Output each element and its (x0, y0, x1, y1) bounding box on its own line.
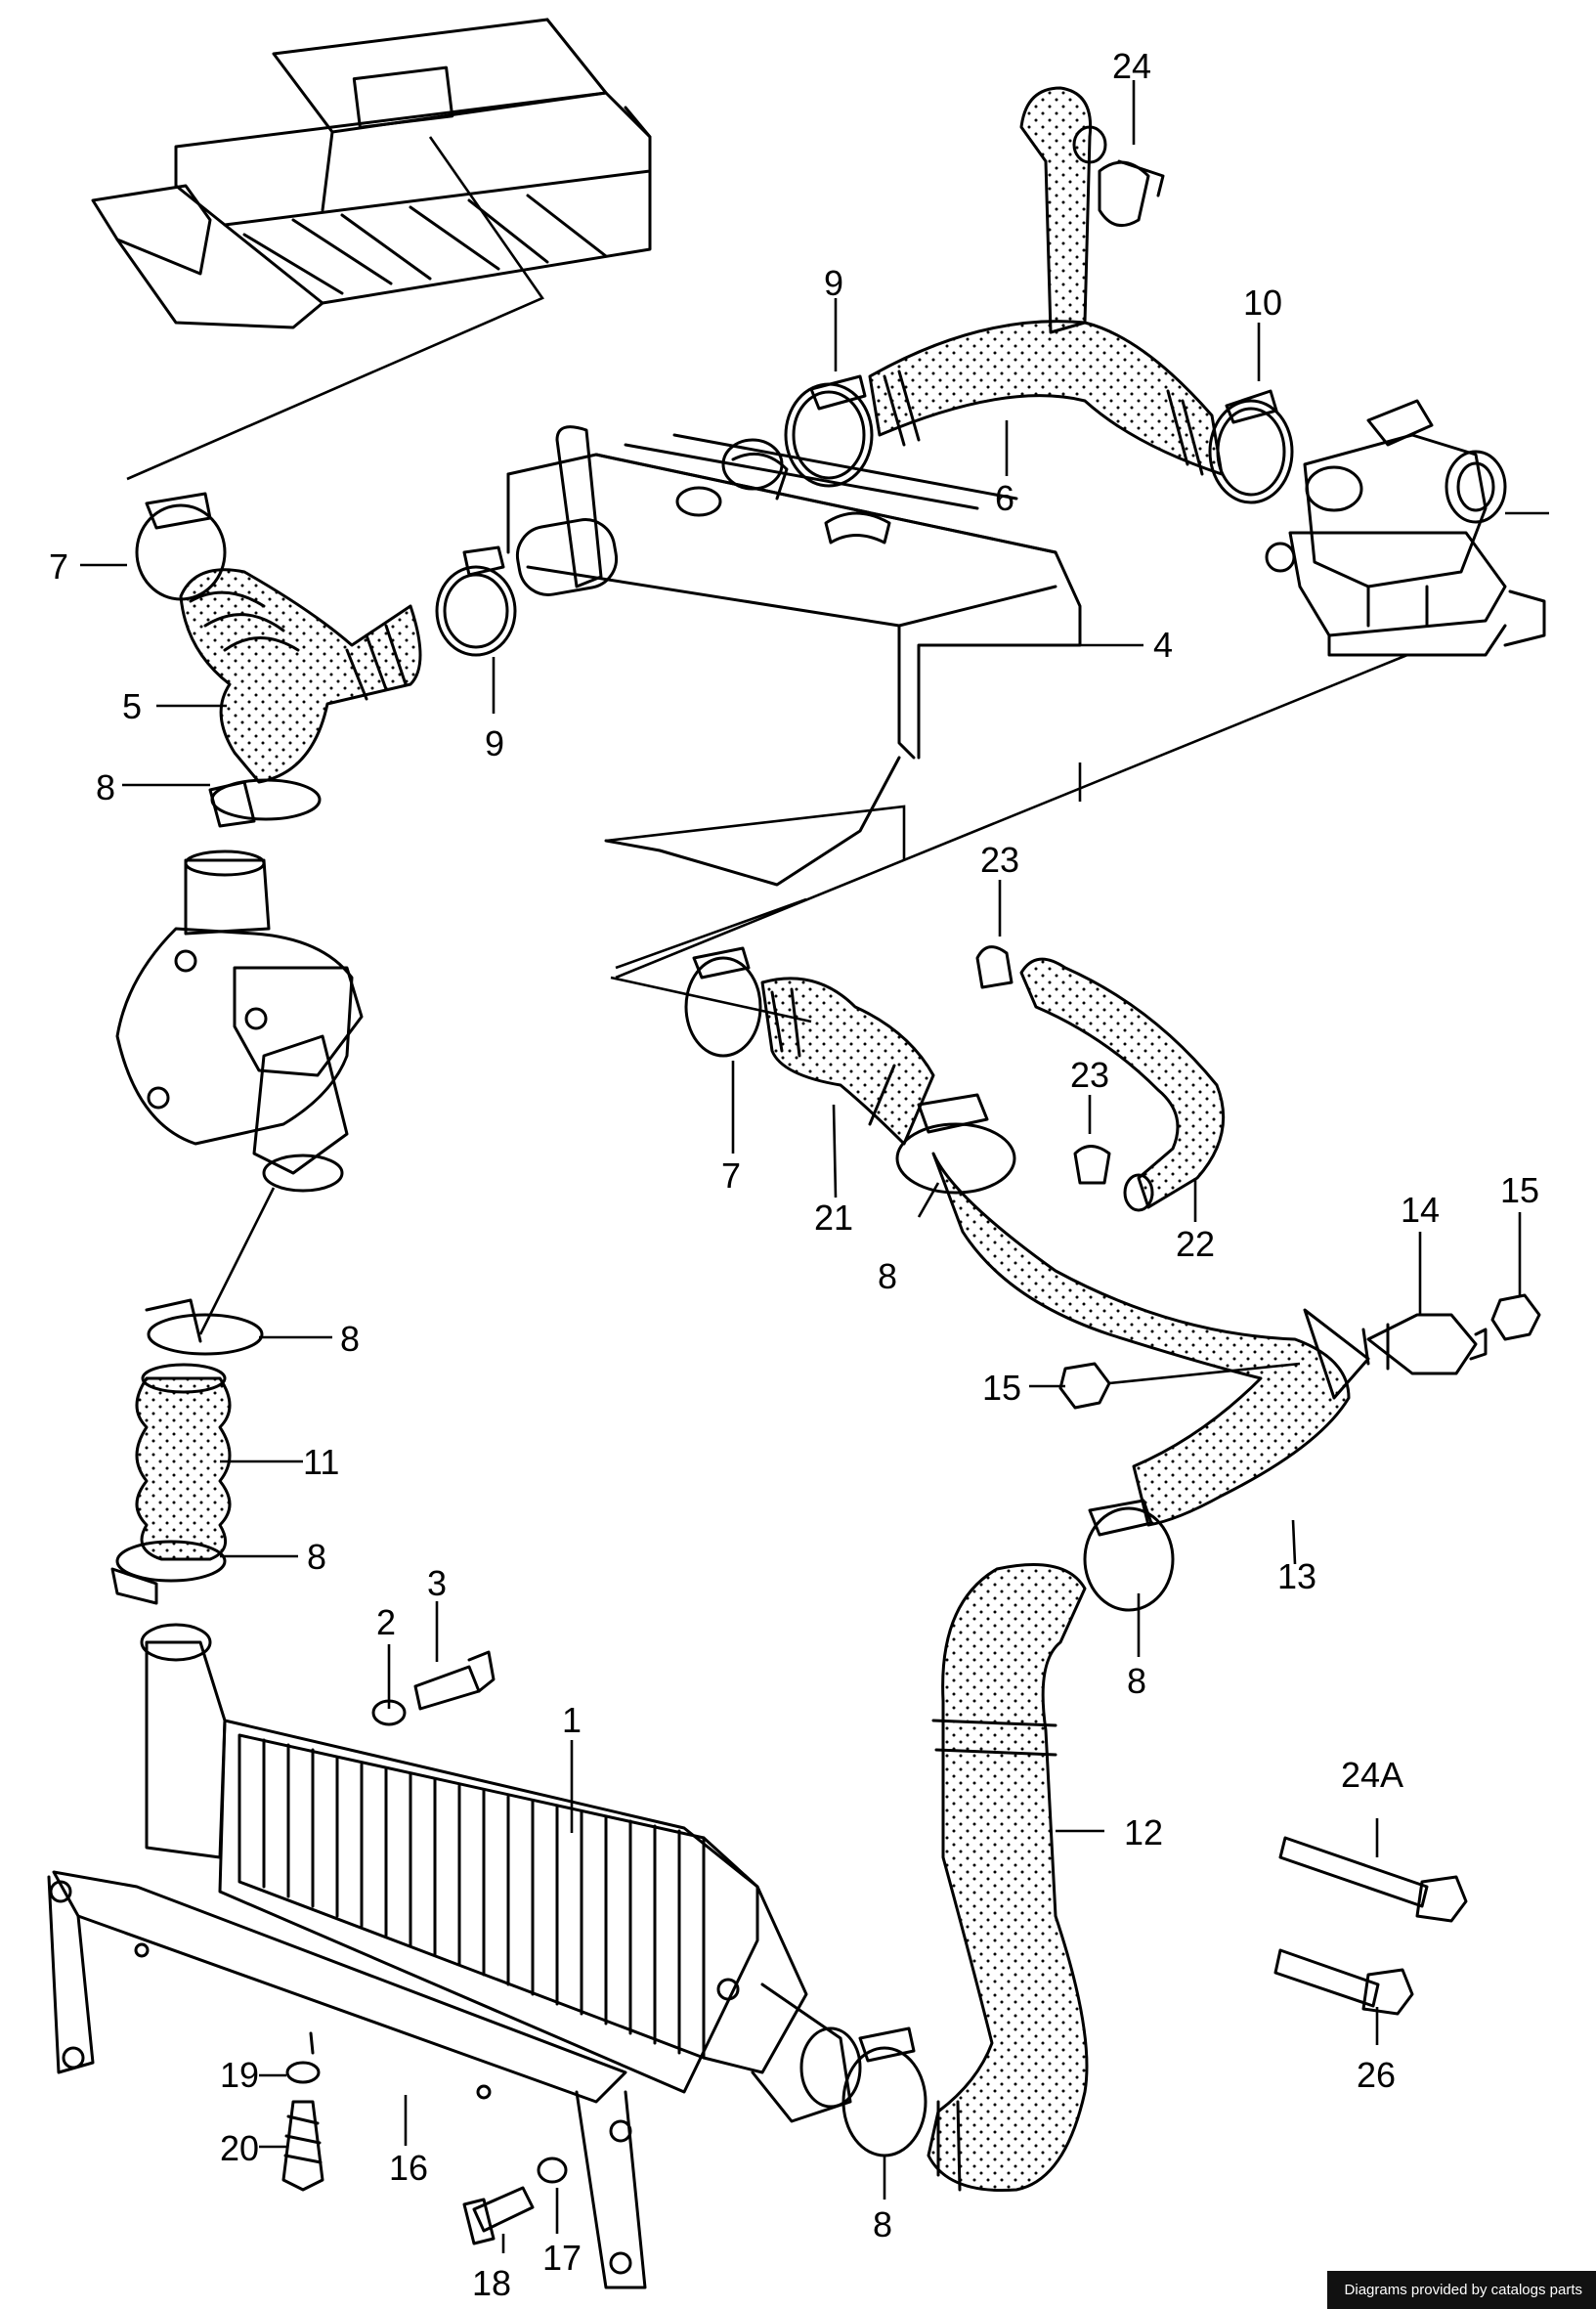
callout-24: 24 (1112, 46, 1151, 86)
callout-11: 11 (303, 1442, 339, 1482)
callout-19: 19 (220, 2055, 259, 2095)
hose-11 (135, 1363, 232, 1561)
callout-4: 4 (1153, 625, 1173, 665)
callout-8-turbo: 8 (340, 1319, 360, 1359)
callout-16: 16 (389, 2148, 428, 2188)
callout-9-upper: 9 (824, 263, 843, 303)
credit-badge: Diagrams provided by catalogs parts (1326, 2271, 1596, 2309)
callout-8-bottom: 8 (873, 2204, 892, 2244)
hose-13 (931, 1152, 1370, 1527)
clamp-8-bellows (110, 1540, 227, 1605)
callout-9-left: 9 (485, 723, 504, 763)
callout-26: 26 (1357, 2055, 1396, 2095)
clamp-8-turbo (145, 1298, 264, 1356)
callout-15-left: 15 (982, 1368, 1021, 1408)
sensor-14 (1361, 1313, 1488, 1375)
callout-8-right: 8 (1127, 1661, 1146, 1701)
callout-3: 3 (427, 1563, 447, 1603)
callout-labels: 24 9 10 6 7 4 5 9 8 23 23 7 21 22 8 14 1… (49, 46, 1539, 2303)
leader-lines (80, 80, 1522, 2253)
callout-8-bellows: 8 (307, 1537, 326, 1577)
intake-manifold (506, 425, 1408, 1024)
callout-23-lower: 23 (1070, 1055, 1109, 1095)
callout-13: 13 (1277, 1556, 1316, 1596)
clamp-9-left (435, 545, 517, 657)
hose-22 (975, 945, 1226, 1212)
hose-21 (684, 946, 935, 1146)
callout-22: 22 (1176, 1224, 1215, 1264)
clamp-24 (1098, 159, 1165, 228)
nut-15-left (1058, 1362, 1301, 1410)
nut-15-right (1490, 1293, 1541, 1341)
callout-10: 10 (1243, 283, 1282, 323)
callout-8-hose5: 8 (96, 767, 115, 807)
callout-5: 5 (122, 686, 142, 726)
callout-18: 18 (472, 2263, 511, 2303)
callout-20: 20 (220, 2128, 259, 2168)
callout-21: 21 (814, 1198, 853, 1238)
throttle-body (1265, 399, 1549, 657)
hose-5 (179, 568, 422, 784)
callout-2: 2 (376, 1602, 396, 1642)
callout-17: 17 (542, 2238, 582, 2278)
clamp-7-upper (135, 492, 227, 601)
callout-7-upper: 7 (49, 546, 68, 587)
clamp-8-hose5 (208, 778, 322, 828)
callout-8-center: 8 (878, 1256, 897, 1296)
hose-12 (927, 1563, 1089, 2193)
bolt-24A (1278, 1836, 1468, 1923)
callout-12: 12 (1124, 1812, 1163, 1852)
clamp-9-upper (784, 374, 874, 488)
hose-6 (721, 86, 1224, 491)
callout-1: 1 (562, 1700, 582, 1740)
callout-23-upper: 23 (980, 840, 1019, 880)
clamp-8-right (1083, 1499, 1175, 1612)
intercooler (140, 1623, 862, 2123)
air-filter-housing (91, 18, 652, 481)
callout-24A: 24A (1341, 1755, 1403, 1795)
callout-15-right: 15 (1500, 1170, 1539, 1210)
turbocharger (115, 850, 364, 1335)
callout-14: 14 (1401, 1190, 1440, 1230)
bracket-16 (47, 1870, 647, 2289)
clamp-10 (1208, 389, 1294, 504)
bolt-26 (1273, 1948, 1414, 2016)
callout-6: 6 (995, 478, 1014, 518)
callout-7-lower: 7 (721, 1155, 741, 1196)
